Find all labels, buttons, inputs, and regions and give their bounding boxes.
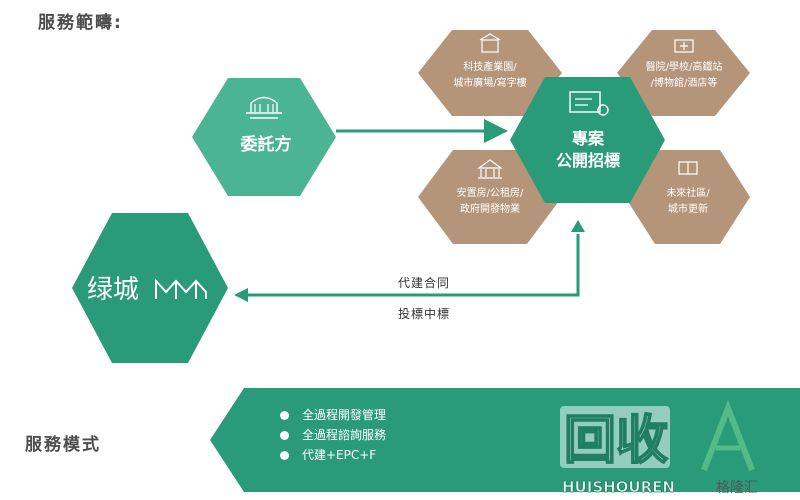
contract-label: 代建合同	[398, 276, 451, 290]
bullet-icon	[280, 430, 289, 440]
svg-text:格隆汇: 格隆汇	[716, 480, 758, 496]
category-label-line-2: 城市廣場/寫字樓	[453, 76, 526, 89]
certificate-icon	[569, 91, 609, 116]
bullet-icon	[280, 450, 289, 460]
svg-text:回收: 回收	[564, 411, 668, 471]
bid-win-label: 投標中標	[398, 307, 451, 321]
left-arrow-head	[234, 288, 248, 302]
client-hex: 委託方	[192, 78, 336, 196]
greentown-name: 绿城	[87, 275, 139, 305]
category-hex-tech-park: 科技產業園/ 城市廣場/寫字樓	[418, 30, 562, 116]
service-mode-banner	[210, 388, 800, 492]
service-mode-list: 全過程開發管理 全過程諮詢服務 代建+EPC+F	[280, 405, 386, 465]
government-building-icon	[477, 159, 503, 179]
government-building-icon	[246, 96, 282, 119]
center-label-line-1: 專案	[572, 129, 605, 148]
list-item: 全過程諮詢服務	[280, 425, 386, 445]
category-label-line-2: /博物館/酒店等	[651, 76, 718, 89]
watermark-logo: 回收 HUISHOUREN 格隆汇	[560, 399, 758, 496]
service-mode-item: 全過程開發管理	[302, 408, 387, 422]
center-hex: 專案 公開招標	[510, 77, 665, 203]
category-label-line-1: 科技產業園/	[463, 60, 517, 73]
client-label: 委託方	[240, 134, 292, 155]
hospital-icon	[674, 39, 694, 53]
up-arrow-head	[571, 220, 585, 232]
service-mode-heading: 服務模式	[25, 435, 101, 455]
greentown-logo-icon	[155, 278, 207, 299]
category-label-line-1: 未來社區/	[666, 186, 710, 199]
scope-heading: 服務範疇:	[38, 13, 123, 33]
category-hex-public-facilities: 醫院/學校/高鐵站 /博物館/酒店等	[617, 30, 750, 116]
category-hex-future-community: 未來社區/ 城市更新	[625, 150, 750, 244]
bullet-icon	[280, 410, 289, 420]
greentown-hex: 绿城	[72, 213, 228, 363]
community-icon	[678, 161, 698, 175]
list-item: 全過程開發管理	[280, 405, 386, 425]
category-label-line-2: 政府開發物業	[460, 202, 520, 215]
service-mode-item: 代建+EPC+F	[302, 448, 377, 462]
building-icon	[479, 33, 501, 53]
center-label-line-2: 公開招標	[556, 151, 620, 170]
category-label-line-1: 醫院/學校/高鐵站	[646, 60, 723, 73]
service-mode-item: 全過程諮詢服務	[302, 428, 387, 442]
category-label-line-1: 安置房/公租房/	[457, 186, 524, 199]
category-hex-resettlement: 安置房/公租房/ 政府開發物業	[418, 150, 562, 244]
svg-text:HUISHOUREN: HUISHOUREN	[562, 478, 675, 496]
tender-to-greentown-connector	[246, 234, 580, 297]
category-label-line-2: 城市更新	[668, 202, 708, 215]
list-item: 代建+EPC+F	[280, 445, 386, 465]
